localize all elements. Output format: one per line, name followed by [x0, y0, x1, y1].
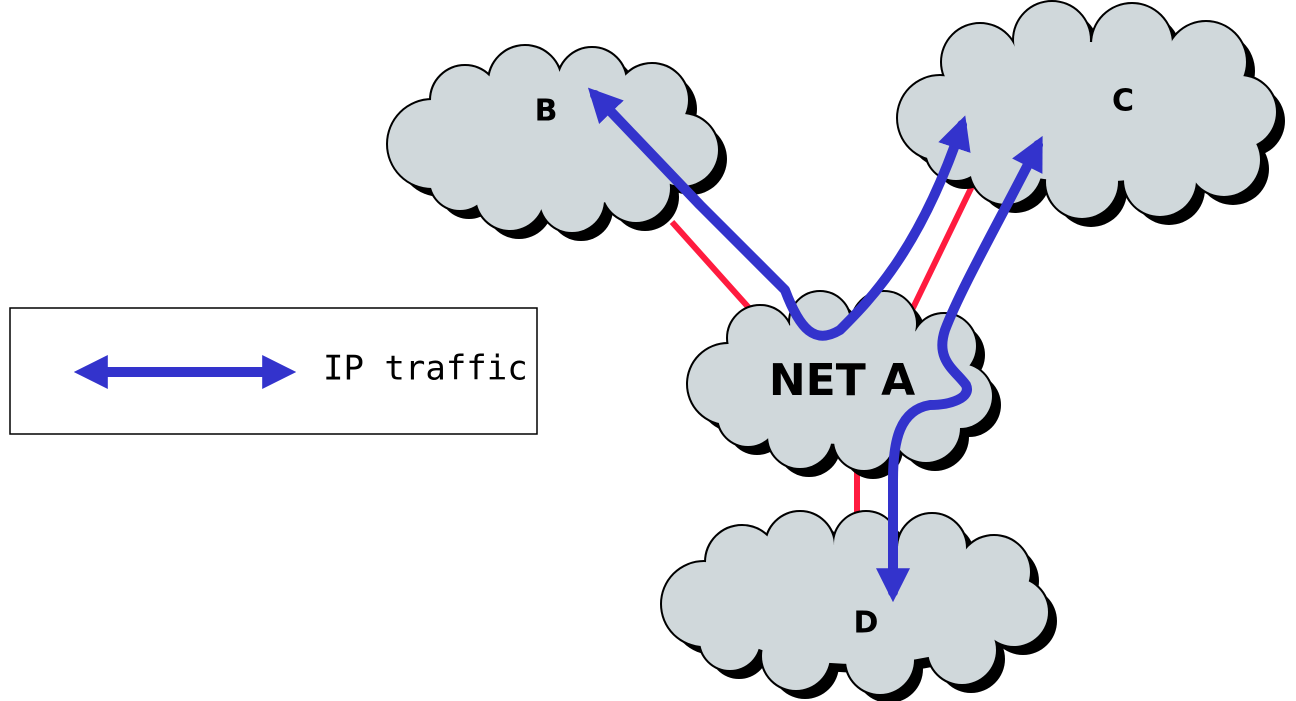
legend: IP traffic [9, 307, 538, 435]
ip-traffic-paths [587, 87, 1043, 603]
legend-label: IP traffic [323, 349, 528, 389]
network-label-b: B [535, 94, 558, 129]
cloud-c [896, 0, 1285, 227]
network-label-net-a: NET A [769, 355, 915, 406]
traffic-path-c-to-d [875, 135, 1043, 603]
network-label-d: D [854, 606, 879, 641]
network-label-c: C [1112, 84, 1134, 119]
link-b-net-a [669, 219, 761, 321]
cloud-b [386, 44, 727, 241]
